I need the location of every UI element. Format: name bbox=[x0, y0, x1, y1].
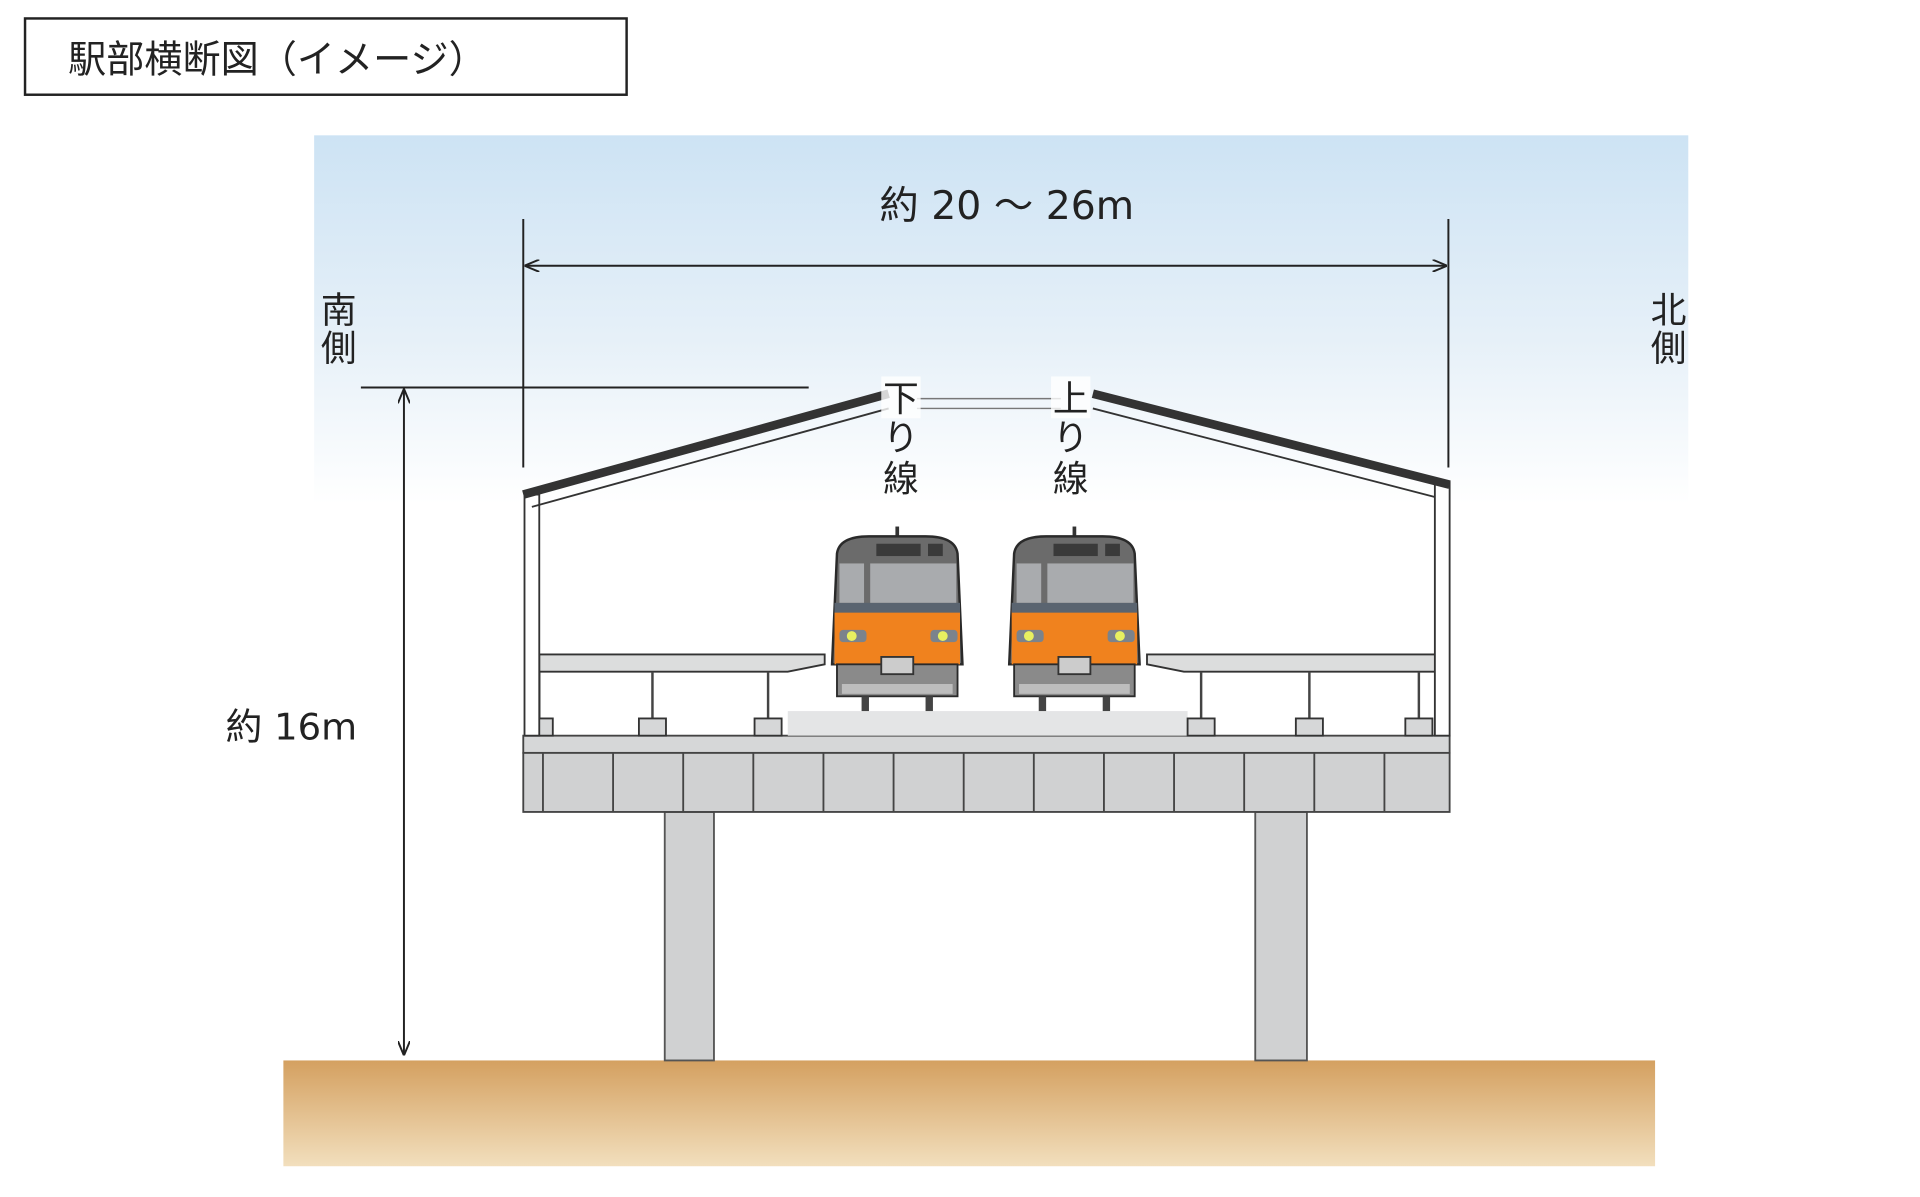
number-sign bbox=[928, 543, 943, 557]
svg-text:線: 線 bbox=[1053, 459, 1089, 500]
title-box: 駅部横断図（イメージ） bbox=[23, 17, 628, 96]
support-footing bbox=[637, 717, 667, 737]
skirt bbox=[841, 684, 953, 694]
train-down-line bbox=[830, 526, 964, 712]
stripe-band bbox=[834, 602, 960, 613]
wheel-left bbox=[1038, 696, 1047, 712]
pier-right bbox=[1254, 811, 1308, 1062]
svg-text:側: 側 bbox=[321, 328, 357, 369]
width-label: 約 20 ～ 26m bbox=[879, 183, 1134, 229]
front-window bbox=[1047, 563, 1134, 603]
ground bbox=[283, 1060, 1656, 1167]
light-right bbox=[1115, 631, 1125, 641]
light-right bbox=[937, 631, 948, 641]
height-dimension: 約 16m bbox=[226, 386, 809, 1055]
stripe-band bbox=[1011, 602, 1138, 613]
south-side-label: 南 側 bbox=[321, 290, 357, 369]
svg-text:り: り bbox=[883, 418, 919, 459]
station-roof bbox=[522, 389, 1451, 508]
support-footing bbox=[753, 717, 783, 737]
coupler bbox=[1057, 656, 1092, 676]
platform-left bbox=[524, 653, 826, 737]
light-left bbox=[846, 631, 857, 641]
skirt bbox=[1019, 684, 1130, 694]
sky-background bbox=[314, 135, 1689, 505]
wheel-right bbox=[1102, 696, 1111, 712]
pier-left bbox=[663, 811, 715, 1062]
track-bed bbox=[787, 711, 1188, 736]
destination-sign bbox=[1053, 543, 1098, 557]
svg-text:線: 線 bbox=[883, 459, 919, 500]
svg-text:下: 下 bbox=[883, 379, 919, 420]
coupler bbox=[880, 656, 915, 676]
up-line-label: 上 り 線 bbox=[1051, 376, 1091, 500]
wheel-left bbox=[861, 696, 869, 712]
svg-text:上: 上 bbox=[1053, 379, 1089, 420]
width-dimension: 約 20 ～ 26m bbox=[522, 183, 1450, 468]
side-window bbox=[1016, 563, 1042, 603]
support-footing bbox=[1294, 717, 1324, 737]
svg-text:北: 北 bbox=[1651, 290, 1687, 331]
side-window bbox=[839, 563, 865, 603]
wheel-right bbox=[925, 696, 933, 712]
roof-column-left bbox=[523, 493, 541, 737]
destination-sign bbox=[876, 543, 921, 557]
light-left bbox=[1023, 631, 1034, 641]
front-window bbox=[870, 563, 957, 603]
north-side-label: 北 側 bbox=[1651, 290, 1687, 369]
train-up-line bbox=[1007, 526, 1141, 712]
support-footing bbox=[1186, 717, 1216, 737]
height-label: 約 16m bbox=[226, 705, 358, 748]
svg-text:側: 側 bbox=[1651, 328, 1687, 369]
viaduct-deck bbox=[522, 711, 1451, 813]
svg-text:南: 南 bbox=[321, 290, 357, 331]
svg-text:り: り bbox=[1053, 418, 1089, 459]
support-footing bbox=[1404, 717, 1434, 737]
diagram-title: 駅部横断図（イメージ） bbox=[68, 38, 487, 82]
platform-right bbox=[1146, 653, 1444, 737]
roof-column-right bbox=[1433, 481, 1451, 737]
down-line-label: 下 り 線 bbox=[881, 376, 921, 500]
number-sign bbox=[1105, 543, 1120, 557]
